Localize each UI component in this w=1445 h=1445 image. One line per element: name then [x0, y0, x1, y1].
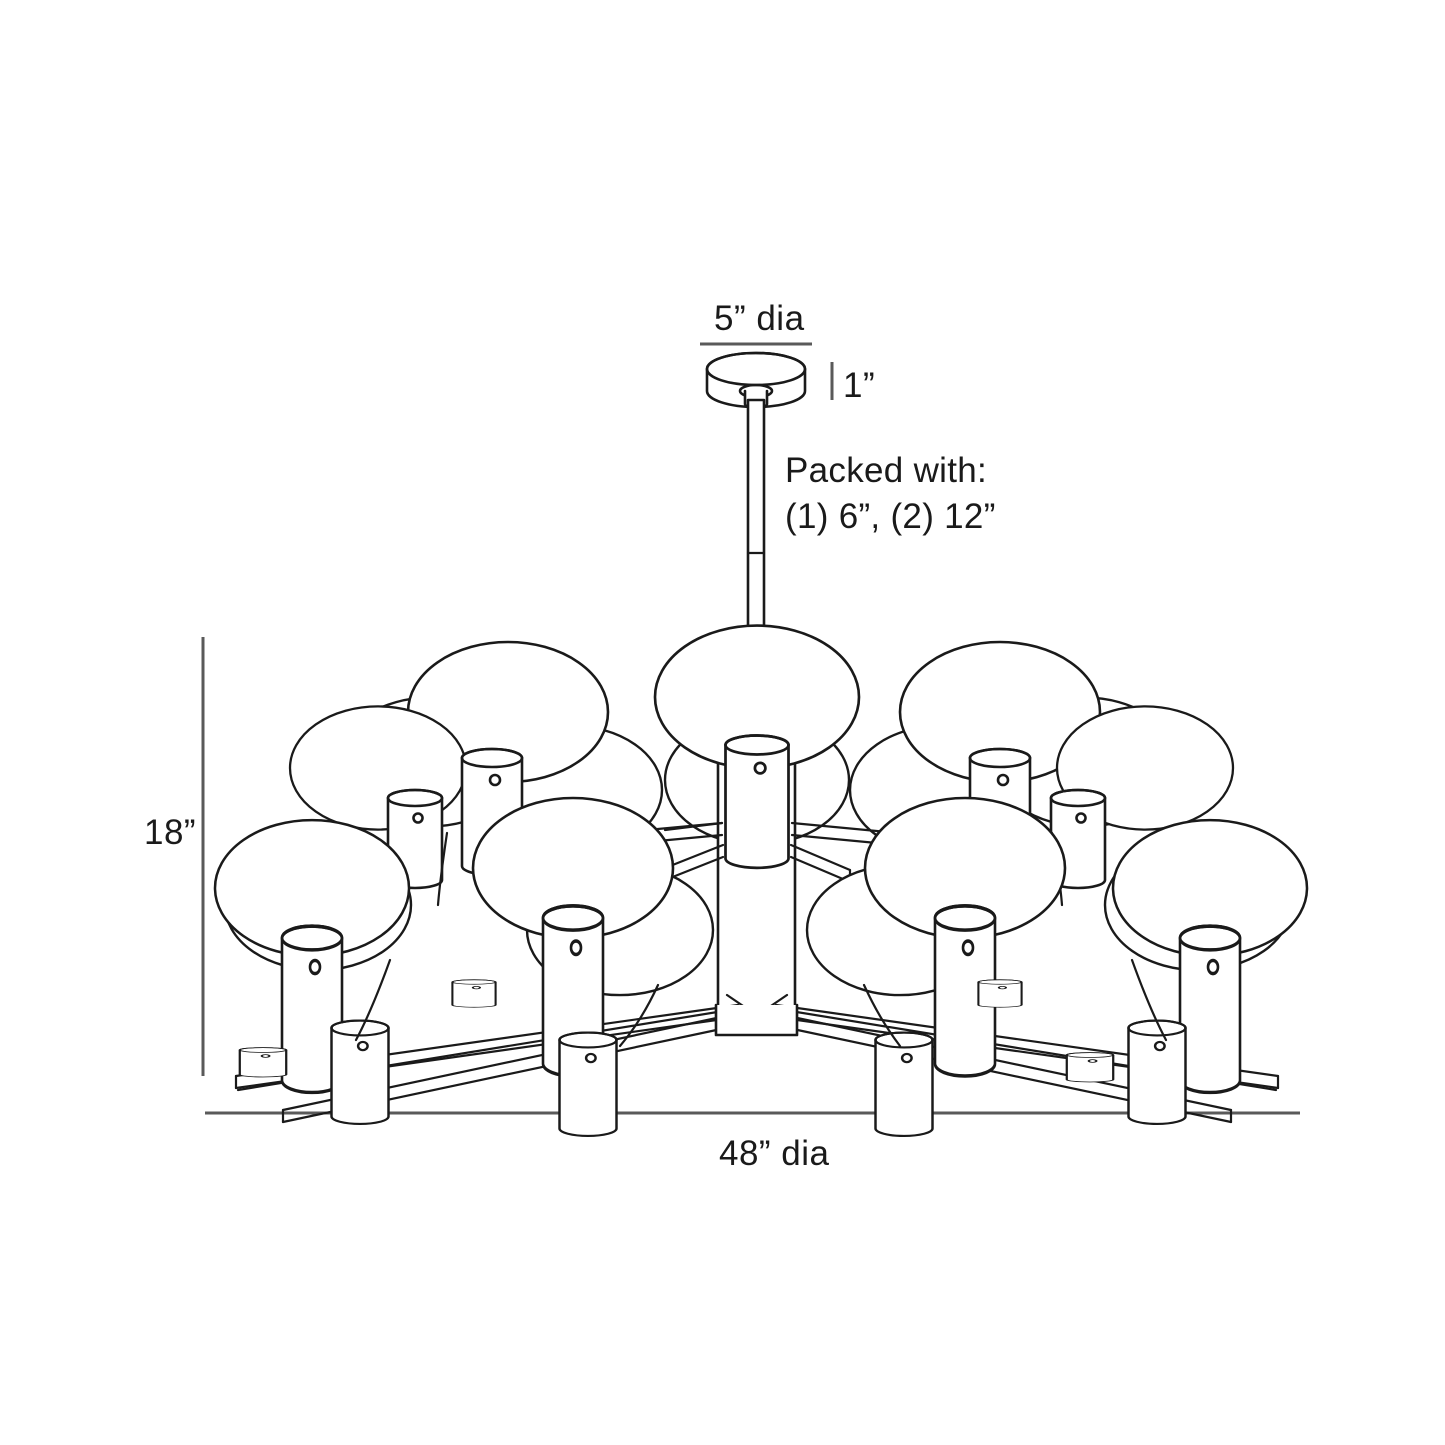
canopy-diameter-dimension: 5” dia	[700, 299, 812, 346]
socket-cup-upper-2	[724, 734, 790, 870]
socket-cup-lower-back-3	[1127, 1019, 1187, 1126]
canopy-diameter-label: 5” dia	[714, 299, 805, 338]
canopy-height-label: 1”	[843, 366, 875, 405]
fixture-height-label: 18”	[144, 813, 196, 852]
packed-with-note: Packed with: (1) 6”, (2) 12”	[785, 451, 996, 536]
center-hub	[714, 1003, 799, 1037]
socket-cup-lower-back-1	[558, 1031, 618, 1138]
fixture-height-dimension: 18”	[144, 637, 205, 1076]
socket-cup-lower-back-0	[330, 1019, 390, 1126]
canopy-height-dimension: 1”	[830, 362, 875, 405]
fixture-diameter-label: 48” dia	[719, 1134, 830, 1173]
socket-cup-lower-back-2	[874, 1031, 934, 1138]
packed-with-heading: Packed with:	[785, 451, 987, 490]
lower-globe-connectors	[354, 958, 1168, 1048]
socket-cup-lower-3	[1178, 924, 1242, 1095]
packed-with-detail: (1) 6”, (2) 12”	[785, 497, 996, 536]
downrod-stem	[746, 398, 766, 652]
